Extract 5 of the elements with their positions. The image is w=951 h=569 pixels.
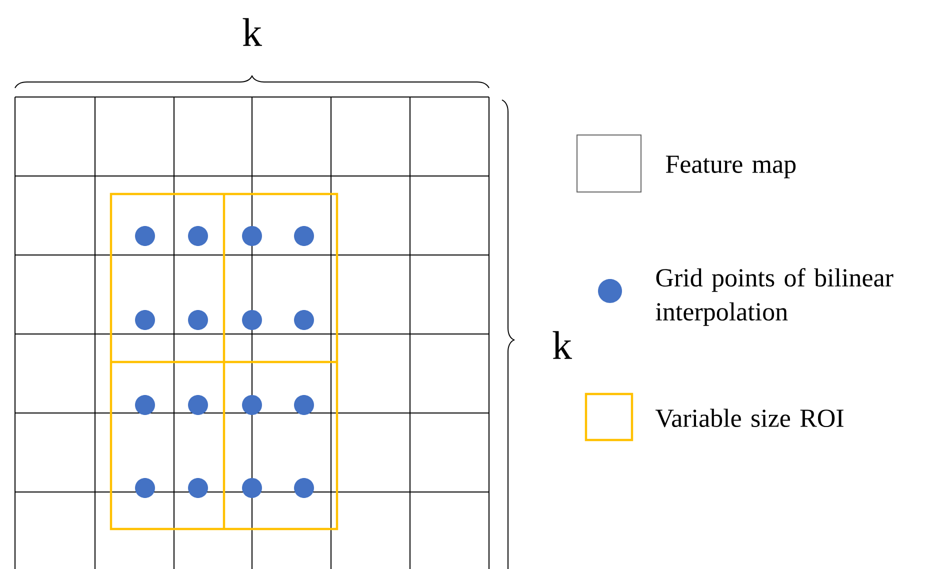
dimension-label: k [242, 18, 262, 46]
dimension-label: k [552, 331, 572, 359]
legend-label: Variable size ROI [656, 408, 844, 428]
legend-label: Feature map [666, 156, 796, 178]
legend-label: Grid points of bilinear interpolation [656, 268, 894, 326]
